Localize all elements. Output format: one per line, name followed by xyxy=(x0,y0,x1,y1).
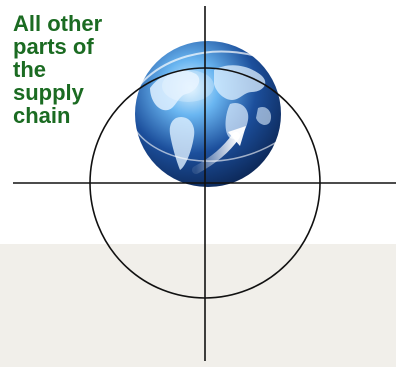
supply-chain-label: All other parts of the supply chain xyxy=(13,12,123,127)
globe-icon xyxy=(126,41,290,187)
